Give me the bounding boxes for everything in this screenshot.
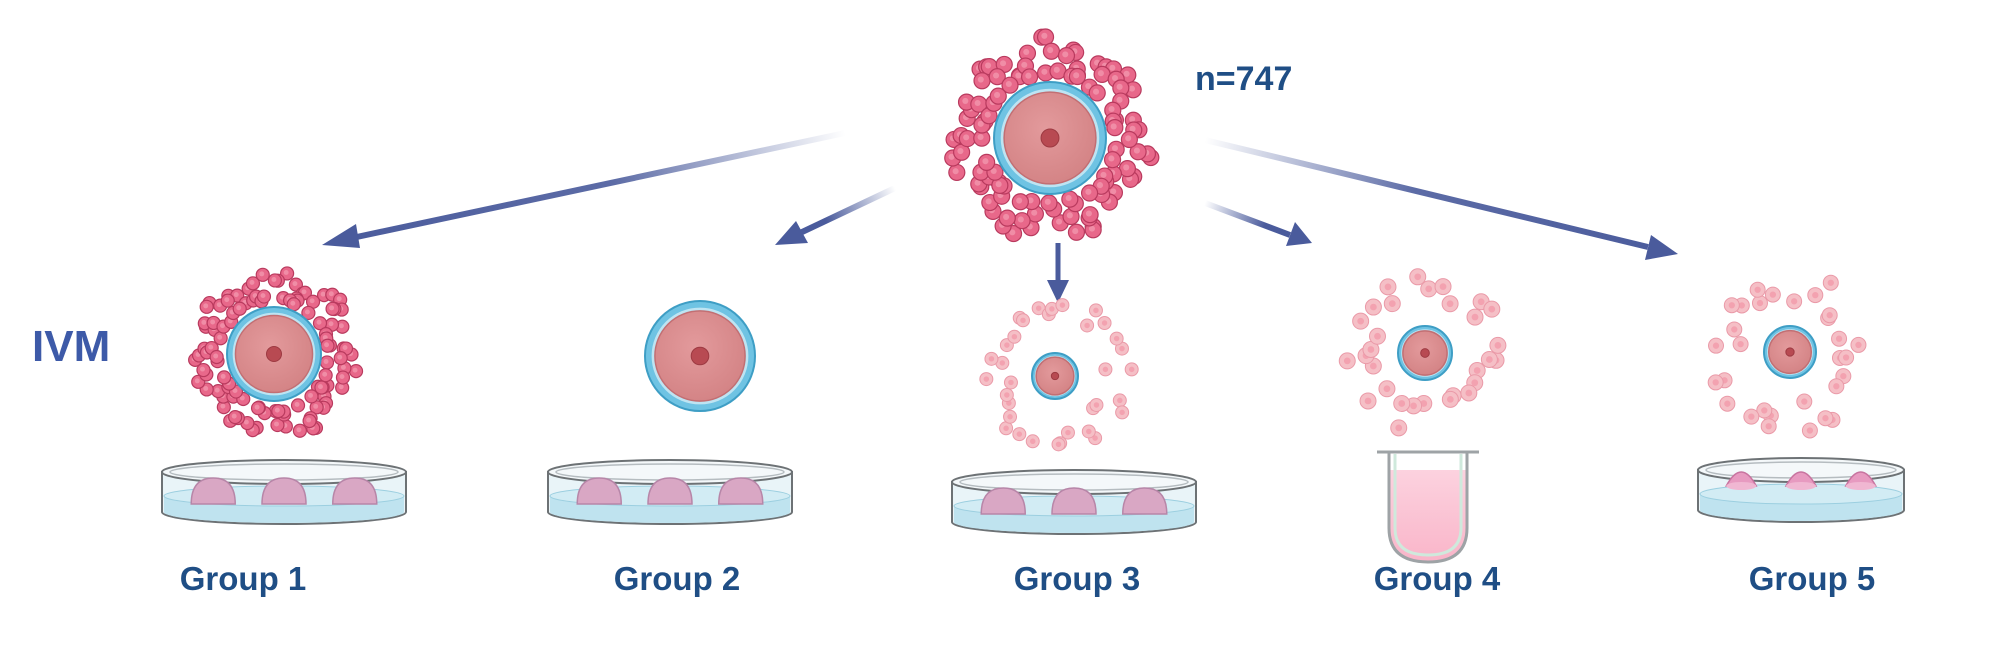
droplet [1051,487,1097,515]
group-2-denuded-oocyte [644,300,756,412]
arrow-to-group-2 [775,185,897,245]
group-1-label: Group 1 [179,560,307,597]
group-1-oocyte [226,306,322,402]
group-4-culture-tube [1377,450,1479,564]
group-4-dispersed-cumulus-cells [1338,268,1507,437]
group-3-label: Group 3 [1013,560,1141,597]
group-5-petri-dish [1697,457,1905,523]
droplet [332,477,378,505]
group-1-cumulus-oocyte-complex [188,266,364,438]
group-3-dispersed-cumulus-cells [979,298,1139,452]
droplet [1844,471,1877,490]
droplet [576,477,622,505]
source-oocyte [993,81,1107,195]
sample-size-label: n=747 [1195,60,1293,98]
group-4-label: Group 4 [1373,560,1501,597]
group-3-petri-dish [951,469,1197,535]
group-5-oocyte [1763,325,1817,379]
group-5-dispersed-cumulus-cells [1707,274,1867,439]
stage-label-ivm: IVM [32,322,111,371]
group-2-label: Group 2 [613,560,741,597]
droplet [1122,487,1168,515]
group-4-oocyte [1397,325,1453,381]
droplet [190,477,236,505]
group-1-petri-dish [161,459,407,525]
droplet [1784,471,1818,490]
droplet [718,477,764,505]
source-cumulus-oocyte-complex [944,28,1160,243]
droplet [1725,471,1758,490]
droplet [980,487,1026,515]
arrow-to-group-1 [322,130,846,248]
group-3-oocyte [1031,352,1079,400]
arrow-to-group-5 [1204,137,1678,260]
arrow-to-group-3 [1047,243,1069,303]
droplet [261,477,307,505]
arrow-to-group-4 [1203,200,1312,246]
group-2-petri-dish [547,459,793,525]
droplet [647,477,693,505]
group-5-label: Group 5 [1748,560,1876,597]
diagram-figures [161,28,1905,564]
